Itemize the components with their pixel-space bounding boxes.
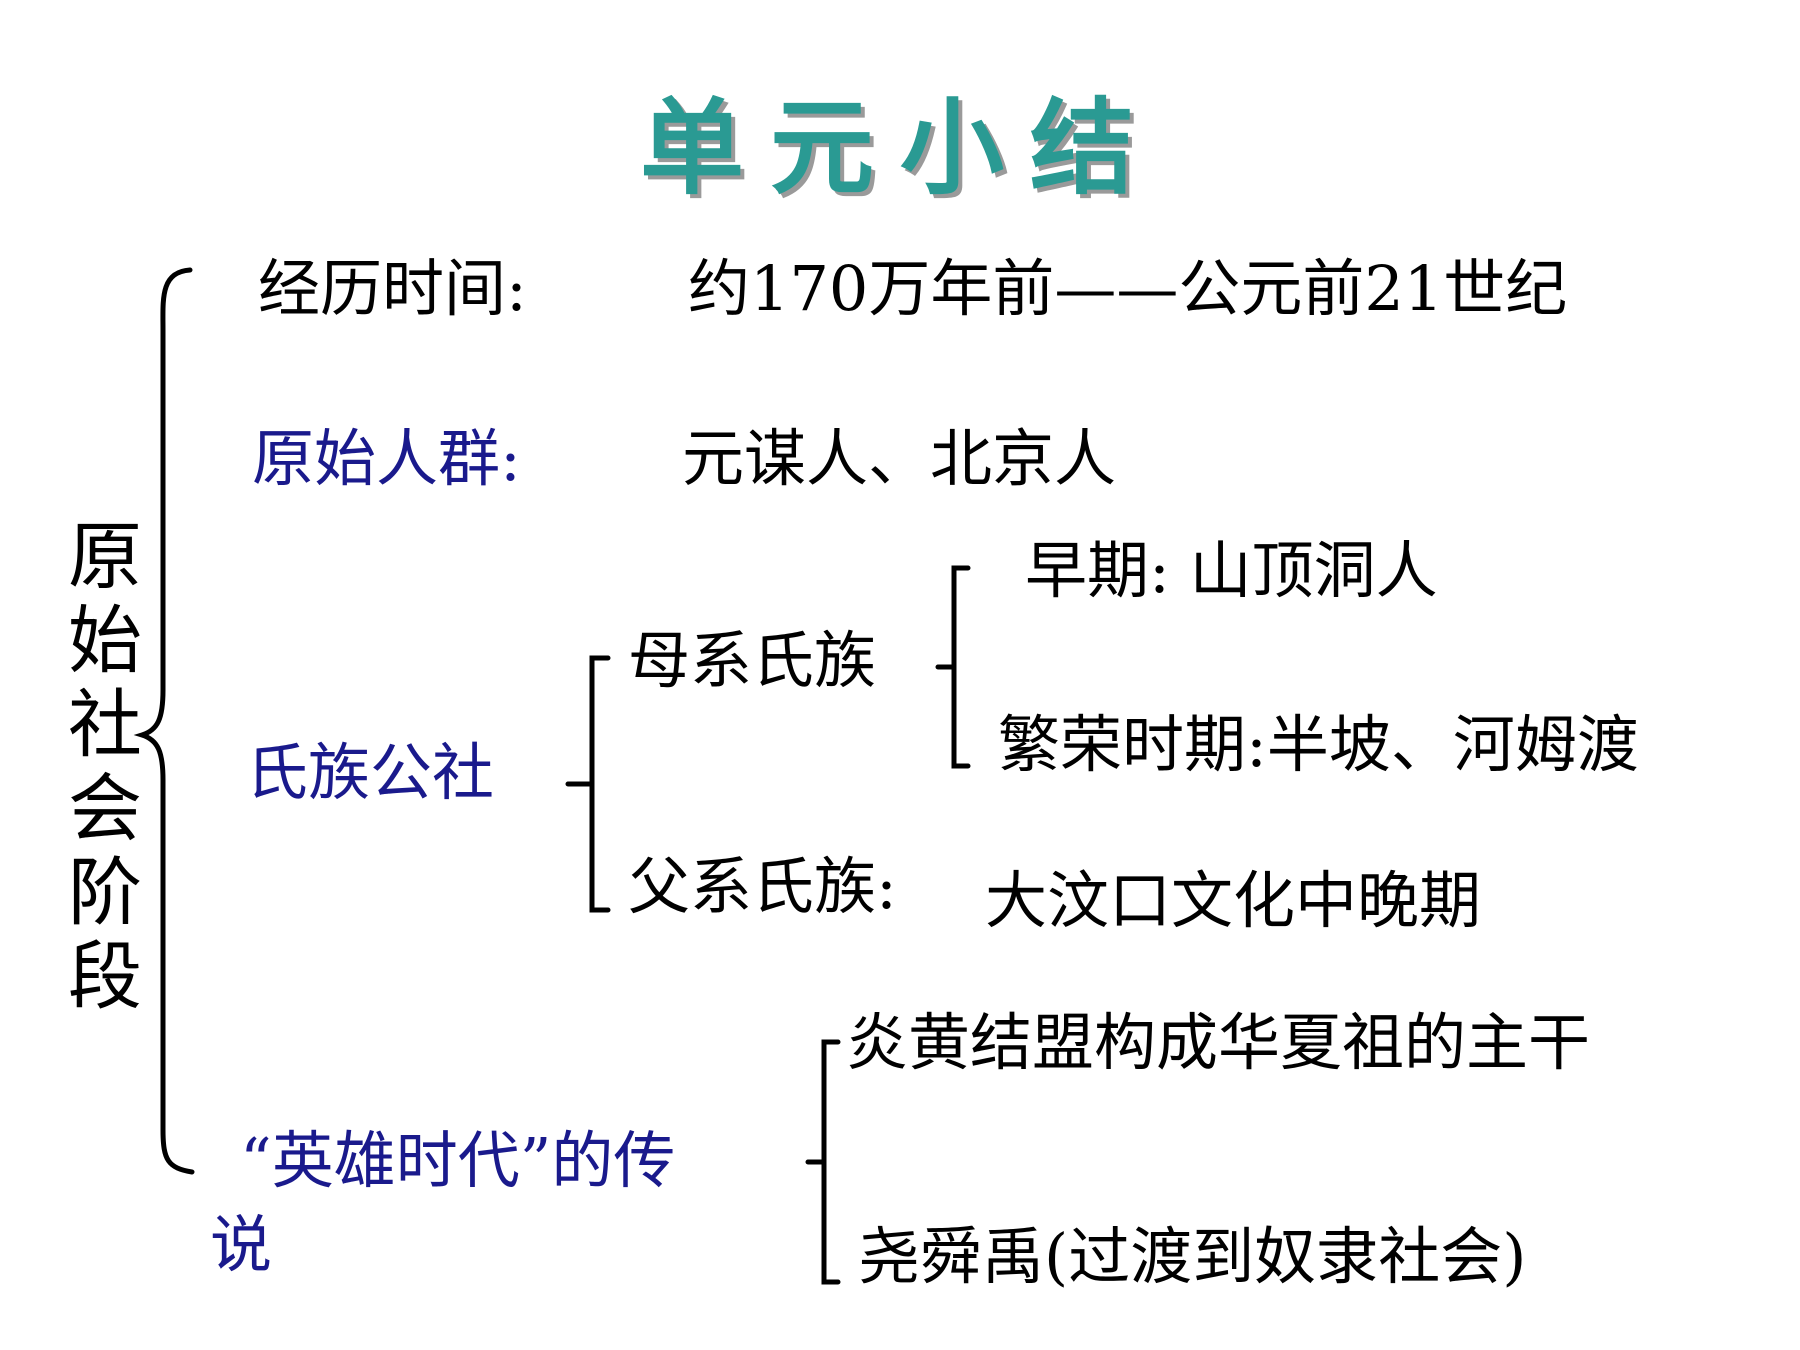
commune-bracket [565,655,611,913]
time-label: 经历时间: [258,252,527,325]
matrilineal-early: 早期: 山顶洞人 [1025,534,1438,607]
page-title: 单元小结 [639,87,1160,209]
groups-value: 元谋人、北京人 [682,422,1117,495]
patrilineal-label: 父系氏族: [628,850,897,923]
legend-point-2: 尧舜禹(过渡到奴隶社会) [858,1220,1527,1293]
main-brace [133,267,195,1175]
root-label: 原始社会阶段 [68,514,142,1020]
patrilineal-value: 大汶口文化中晚期 [985,864,1482,937]
time-value: 约170万年前——公元前21世纪 [688,252,1568,325]
matrilineal-bracket [935,565,971,769]
legend-label-line1: “英雄时代”的传 [240,1124,676,1197]
legend-point-1: 炎黄结盟构成华夏祖的主干 [846,1006,1591,1079]
legend-bracket [805,1039,841,1285]
matrilineal-label: 母系氏族 [628,624,877,697]
matrilineal-prosperous: 繁荣时期:半坡、河姆渡 [998,708,1639,781]
legend-label-line2: 说 [210,1208,273,1281]
commune-label: 氏族公社 [246,736,495,809]
groups-label: 原始人群: [252,422,521,495]
